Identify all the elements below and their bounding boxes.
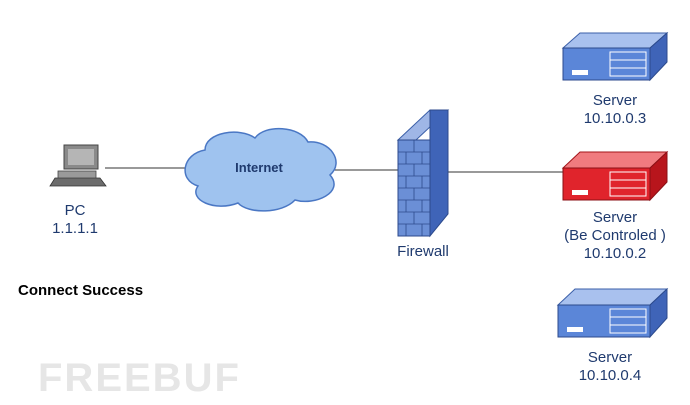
server-top-ip: 10.10.0.3 (583, 110, 647, 127)
pc-label: PC 1.1.1.1 (40, 202, 110, 238)
server-controlled-note: (Be Controled ) (564, 227, 666, 244)
internet-cloud-icon (184, 127, 337, 212)
freebuf-watermark: FREEBUF (38, 356, 241, 400)
pc-icon (49, 144, 107, 187)
server-bottom-ip: 10.10.0.4 (578, 367, 642, 384)
connect-status-caption: Connect Success (18, 282, 144, 299)
server-controlled-icon (561, 150, 669, 202)
server-top-icon (561, 31, 669, 82)
server-controlled-name: Server (592, 209, 638, 226)
server-bottom-name: Server (587, 349, 633, 366)
server-top-label: Server 10.10.0.3 (570, 92, 660, 128)
server-top-name: Server (592, 92, 638, 109)
server-controlled-label: Server (Be Controled ) 10.10.0.2 (545, 209, 685, 263)
firewall-label: Firewall (397, 243, 449, 260)
pc-ip: 1.1.1.1 (52, 220, 98, 237)
internet-label: Internet (235, 160, 283, 175)
server-bottom-icon (556, 287, 669, 339)
server-bottom-label: Server 10.10.0.4 (565, 349, 655, 385)
pc-name: PC (64, 202, 86, 219)
firewall-icon (396, 109, 450, 238)
server-controlled-ip: 10.10.0.2 (583, 245, 647, 262)
